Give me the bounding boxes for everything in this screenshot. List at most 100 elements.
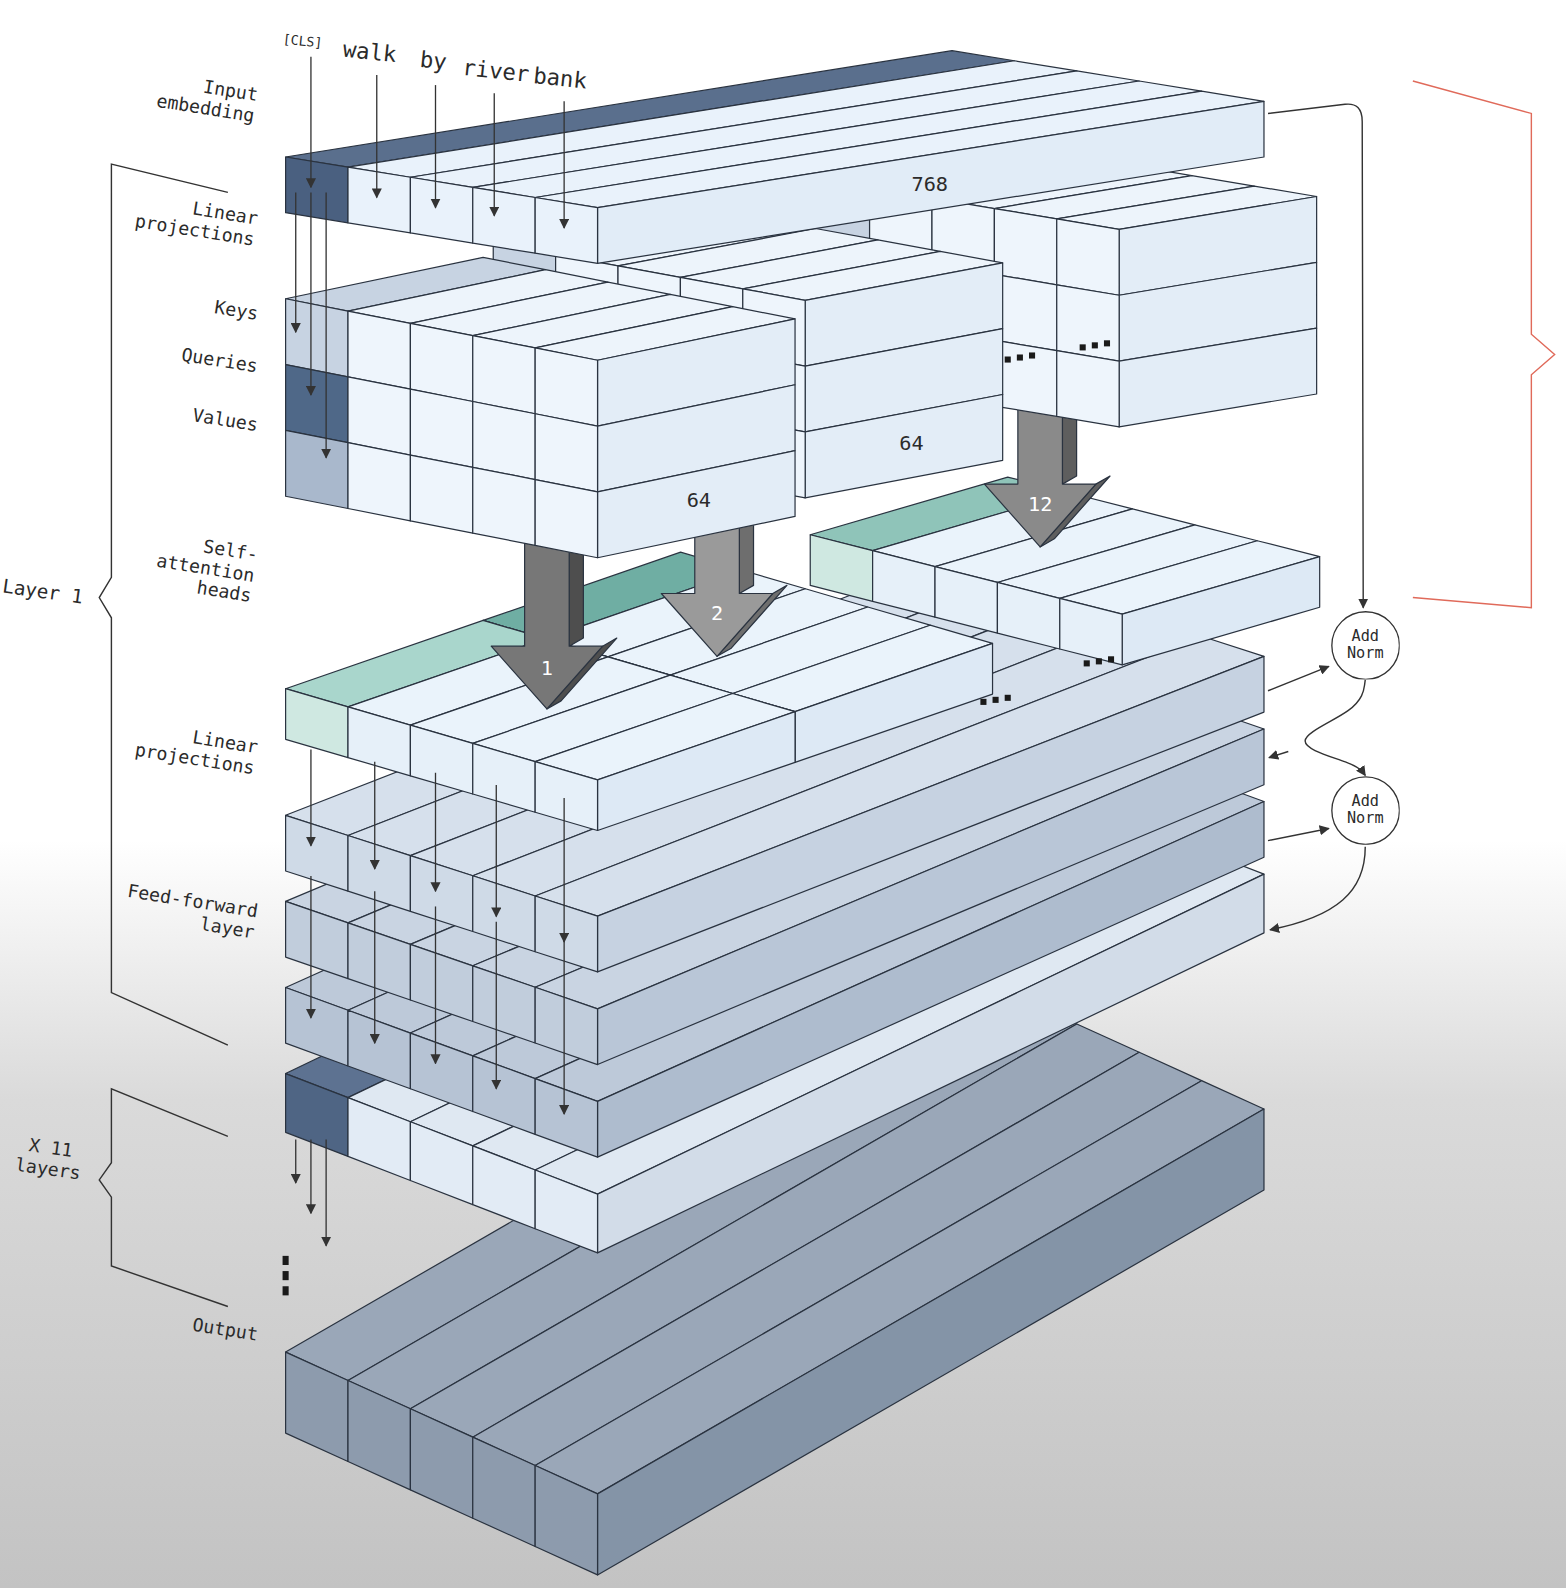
token-cell [348,707,410,776]
part-label: Linear projections [118,187,260,250]
token-cell [535,1170,597,1253]
token-cell [473,743,535,812]
flow-arrow [435,906,436,1063]
token-cell [473,467,535,545]
part-label: [CLS] [282,32,323,51]
circle-outline [1331,611,1399,679]
residual-line [1268,828,1329,840]
token-cell [348,311,410,389]
part-label: Self-attention heads [134,527,259,607]
ellipsis-dot [1029,352,1035,358]
arrow-body [491,537,602,709]
layer-brace [99,1089,228,1307]
ellipsis-dot [283,1271,289,1280]
ellipsis-dot [283,1256,289,1265]
token-cell [286,815,348,891]
token-cell [348,167,410,233]
node-text: Add Norm [1340,628,1391,663]
token-cell [348,1380,410,1489]
ellipsis-dot [1108,656,1114,662]
token-cell [1057,351,1119,427]
ellipsis-dot [1005,695,1011,701]
slab-side [598,451,795,558]
token-cell [535,414,597,492]
part-label: 64 [899,432,923,455]
flow-arrow [325,1139,326,1245]
token-cell [994,274,1056,350]
token-cell [410,177,472,243]
part-label: walk [342,36,398,67]
token-cell [410,389,472,467]
part-label: 64 [687,489,711,512]
flow-arrow [374,891,375,1043]
flow-arrow [376,75,377,198]
slab-side [1119,328,1316,427]
flow-arrow [295,192,296,332]
token-cell [473,966,535,1043]
part-label: 12 [1028,493,1052,516]
ellipsis-dot [1096,658,1102,664]
token-cell [535,197,597,263]
part-label: bank [532,63,588,94]
token-cell [473,336,535,414]
ellipsis-dot [1080,344,1086,350]
token-cell [410,1122,472,1205]
token-cell [473,401,535,479]
slab-side [805,394,1002,497]
part-label: Feed-forward layer [113,879,260,943]
flow-arrow [496,922,497,1089]
token-cell [348,1098,410,1181]
residual-line [1268,666,1329,690]
token-cell [348,923,410,1000]
part-label: 768 [911,173,948,196]
token-cell [1057,285,1119,361]
token-cell [535,480,597,558]
part-label: 2 [711,602,723,625]
flow-arrow [310,192,311,395]
token-cell [348,835,410,911]
ellipsis-dot [980,699,986,705]
token-cell [286,430,348,508]
token-cell [535,1466,597,1575]
ellipsis-dot [1092,342,1098,348]
ellipsis-dot [1104,340,1110,346]
part-label: river [461,55,530,87]
ellipsis-dot [1017,354,1023,360]
slab-side [1122,557,1319,665]
flow-arrow [563,798,564,942]
part-label: 1 [541,657,553,680]
token-cell [997,582,1059,649]
attention-head-block [286,257,795,557]
add-norm-circle: Add Norm [1330,775,1400,845]
token-cell [473,187,535,253]
ellipsis-dot [1005,357,1011,363]
add-norm-circle: Add Norm [1330,610,1400,680]
token-cell [410,323,472,401]
token-cell [535,762,597,831]
token-cell [873,551,935,618]
part-label: Linear projections [118,716,260,779]
part-label: by [419,47,448,75]
token-cell [348,443,410,521]
part-label: Keys [213,297,260,325]
flow-arrow [310,57,311,188]
part-label: Queries [180,344,259,377]
token-cell [286,987,348,1065]
token-cell [535,896,597,972]
flow-arrow [563,937,564,1114]
token-cell [286,1074,348,1157]
token-cell [473,1056,535,1134]
part-label: X 11 layers [6,1132,92,1185]
input-embedding-slab [286,51,1264,264]
residual-line [1268,104,1363,608]
token-cell [348,1010,410,1088]
part-label: Output [191,1314,259,1345]
token-cell [410,455,472,533]
circle-outline [1331,776,1399,844]
flow-arrow [310,1139,311,1213]
token-cell [286,901,348,978]
group-brace [1413,81,1555,608]
ellipsis-dot [1084,660,1090,666]
token-cell [535,987,597,1064]
